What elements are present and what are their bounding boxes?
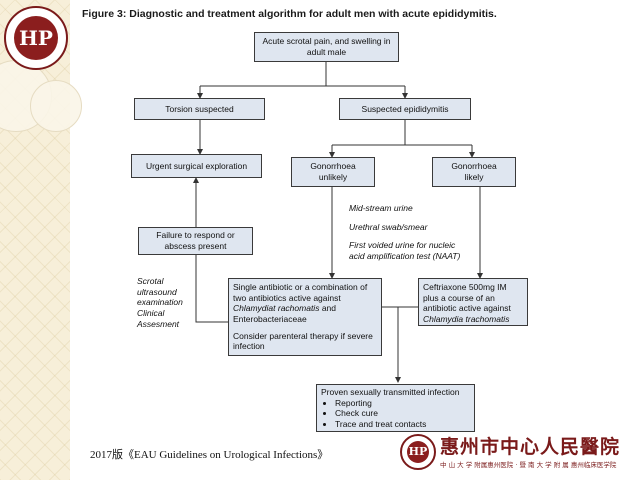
single-antibiotic-text: Single antibiotic or a combination of tw…	[233, 282, 377, 325]
pathogen-name: Chlamydiat rachomatis	[233, 303, 320, 314]
node-label: Failure to respond or abscess present	[156, 230, 235, 251]
hospital-banner: HP 惠州市中心人民醫院 中 山 大 学 附属惠州医院 · 暨 南 大 学 附 …	[400, 432, 638, 476]
node-suspected-epididymitis: Suspected epididymitis	[339, 98, 471, 120]
node-ceftriaxone: Ceftriaxone 500mg IM plus a course of an…	[418, 278, 528, 326]
node-label: and Enterobacteriaceae	[233, 303, 337, 324]
node-label: Acute scrotal pain, and swelling in adul…	[262, 36, 391, 57]
node-gonorrhoea-unlikely: Gonorrhoea unlikely	[291, 157, 375, 187]
logo-mark: HP	[14, 16, 58, 60]
node-failure-to-respond: Failure to respond or abscess present	[138, 227, 253, 255]
pathogen-name: Chlamydia trachomatis	[423, 313, 510, 324]
node-proven-sti: Proven sexually transmitted infection Re…	[316, 384, 475, 432]
node-label: Consider parenteral therapy if severe in…	[233, 330, 373, 352]
node-acute-scrotal-pain: Acute scrotal pain, and swelling in adul…	[254, 32, 399, 62]
connector	[195, 255, 228, 323]
figure-title: Figure 3: Diagnostic and treatment algor…	[82, 8, 497, 20]
node-gonorrhoea-likely: Gonorrhoea likely	[432, 157, 516, 187]
node-label: Torsion suspected	[165, 103, 234, 114]
node-label: Gonorrhoea unlikely	[310, 161, 356, 182]
node-urgent-surgical-exploration: Urgent surgical exploration	[131, 154, 262, 178]
list-item: Check cure	[335, 408, 470, 419]
scrotal-ultrasound-note: Scrotal ultrasound examination Clinical …	[137, 276, 183, 329]
node-label: Urgent surgical exploration	[145, 160, 248, 171]
test-first-voided-urine: First voided urine for nucleic acid ampl…	[349, 240, 461, 261]
node-label: Suspected epididymitis	[361, 103, 449, 114]
sti-action-list: Reporting Check cure Trace and treat con…	[321, 398, 470, 430]
hospital-logo-small: HP	[400, 434, 436, 470]
node-label: Proven sexually transmitted infection	[321, 387, 460, 397]
node-label: Gonorrhoea likely	[451, 161, 497, 182]
hospital-subtitle: 中 山 大 学 附属惠州医院 · 暨 南 大 学 附 属 惠州临床医学院	[440, 461, 617, 469]
hospital-logo: HP	[4, 6, 68, 70]
test-urethral-swab: Urethral swab/smear	[349, 222, 428, 232]
logo-mark: HP	[407, 441, 429, 463]
source-footer: 2017版《EAU Guidelines on Urological Infec…	[90, 449, 329, 461]
list-item: Trace and treat contacts	[335, 419, 470, 430]
decorative-circle	[30, 80, 82, 132]
node-label: Single antibiotic or a combination of tw…	[233, 282, 368, 303]
node-label: Ceftriaxone 500mg IM plus a course of an…	[423, 282, 511, 314]
list-item: Reporting	[335, 398, 470, 409]
node-torsion-suspected: Torsion suspected	[134, 98, 265, 120]
decorative-side-band	[0, 0, 82, 480]
node-single-antibiotic: Single antibiotic or a combination of tw…	[228, 278, 382, 356]
hospital-name: 惠州市中心人民醫院	[440, 436, 621, 458]
test-midstream-urine: Mid-stream urine	[349, 203, 413, 213]
